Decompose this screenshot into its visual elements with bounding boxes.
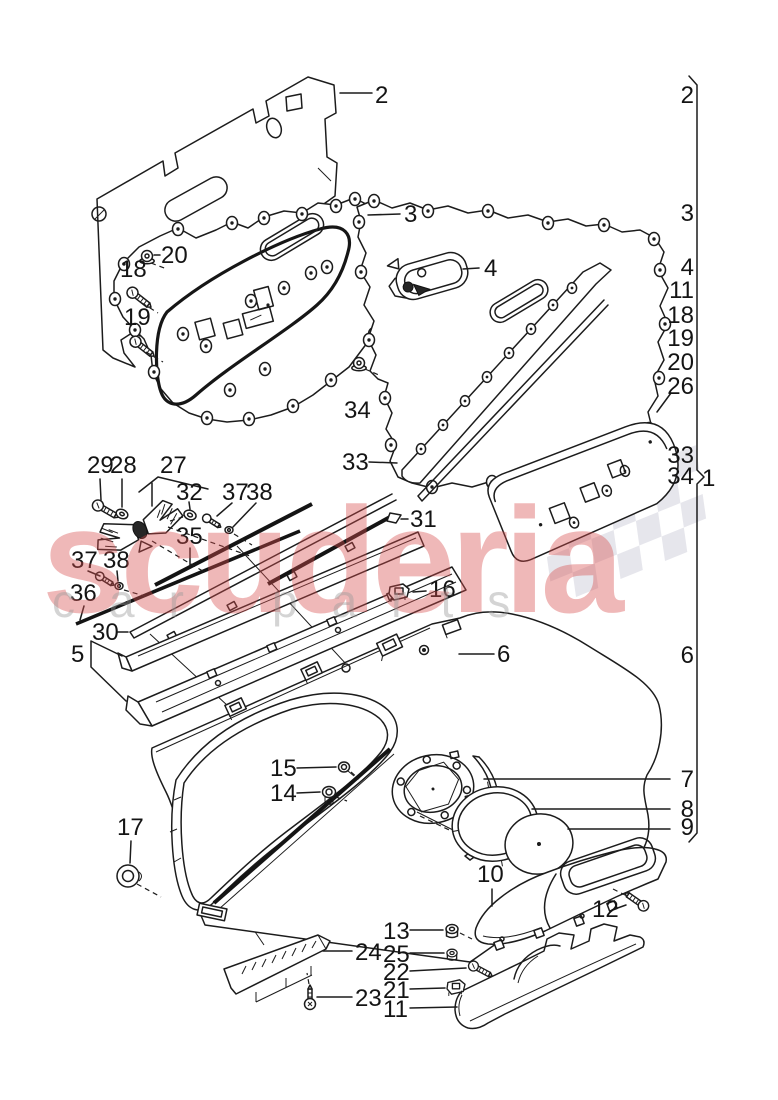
index-8: 8 xyxy=(681,796,694,823)
watermark-tagline-word2: parts xyxy=(272,575,544,627)
part-insulation-pad xyxy=(487,421,679,562)
index-26: 26 xyxy=(667,373,694,400)
callout-3: 3 xyxy=(404,201,417,228)
callout-38b: 38 xyxy=(103,547,130,574)
callout-29: 29 xyxy=(87,452,114,479)
watermark-brand-text: scuderia xyxy=(42,476,626,644)
callout-27: 27 xyxy=(160,452,187,479)
screw-23-icon xyxy=(303,984,317,1011)
callout-15: 15 xyxy=(270,755,297,782)
callout-6: 6 xyxy=(497,641,510,668)
callout-24: 24 xyxy=(355,939,382,966)
callout-18: 18 xyxy=(120,256,147,283)
index-7: 7 xyxy=(681,766,694,793)
index-9: 9 xyxy=(681,814,694,841)
callout-21: 21 xyxy=(383,977,410,1004)
callout-4: 4 xyxy=(484,255,497,282)
callout-33: 33 xyxy=(342,449,369,476)
checkered-flag-motif xyxy=(540,445,707,597)
callout-5: 5 xyxy=(71,641,84,668)
callout-34: 34 xyxy=(344,397,371,424)
callout-37b: 37 xyxy=(71,547,98,574)
index-3: 3 xyxy=(681,200,694,227)
callout-13: 13 xyxy=(383,918,410,945)
callout-10: 10 xyxy=(477,861,504,888)
part-door-seal xyxy=(108,191,396,427)
part-trim-strips xyxy=(75,502,402,626)
callout-17: 17 xyxy=(117,814,144,841)
callout-25: 25 xyxy=(383,941,410,968)
callout-16: 16 xyxy=(429,576,456,603)
part-waist-rail-trims xyxy=(117,531,467,727)
assembly-label-1: 1 xyxy=(702,465,715,492)
callout-36: 36 xyxy=(70,580,97,607)
index-33: 33 xyxy=(667,442,694,469)
callout-35: 35 xyxy=(176,523,203,550)
index-19: 19 xyxy=(667,325,694,352)
index-6: 6 xyxy=(681,642,694,669)
callout-37a: 37 xyxy=(222,479,249,506)
index-11: 11 xyxy=(669,277,694,304)
callout-28: 28 xyxy=(110,452,137,479)
callout-20: 20 xyxy=(161,242,188,269)
part-waist-rail-seal xyxy=(401,262,612,502)
watermark: scuderia car parts xyxy=(42,476,631,644)
callout-labels: 2 3 4 20 18 19 34 33 29 28 27 32 37 38 3… xyxy=(70,82,619,1023)
index-2: 2 xyxy=(681,82,694,109)
assembly-index-bracket xyxy=(688,75,705,843)
index-4: 4 xyxy=(681,254,694,281)
index-20: 20 xyxy=(667,349,694,376)
part-armrest xyxy=(474,837,668,951)
callout-23: 23 xyxy=(355,985,382,1012)
index-18: 18 xyxy=(667,302,694,329)
fastener-cluster-bottom xyxy=(116,583,652,997)
part-winged-badge xyxy=(96,499,184,553)
callout-22: 22 xyxy=(383,959,410,986)
callout-2: 2 xyxy=(375,82,388,109)
callout-12: 12 xyxy=(592,896,619,923)
callout-38a: 38 xyxy=(246,479,273,506)
part-lower-trim xyxy=(454,923,645,1030)
callout-leader-lines xyxy=(79,92,672,1009)
assembly-index-column: 2 3 4 11 18 19 20 26 33 34 1 6 7 8 9 xyxy=(667,82,715,841)
part-handle-bracket xyxy=(386,251,469,301)
part-speaker-cover xyxy=(504,813,574,875)
callout-31: 31 xyxy=(410,506,437,533)
callout-30: 30 xyxy=(92,619,119,646)
part-scuff-strip xyxy=(223,934,331,1011)
callout-32: 32 xyxy=(176,479,203,506)
callout-19: 19 xyxy=(124,304,151,331)
callout-11: 11 xyxy=(383,996,408,1023)
speaker-recess xyxy=(391,750,476,825)
callout-14: 14 xyxy=(270,780,297,807)
fastener-cluster-badge xyxy=(89,497,234,591)
index-34: 34 xyxy=(667,463,694,490)
watermark-tagline-word1: car xyxy=(52,575,218,627)
